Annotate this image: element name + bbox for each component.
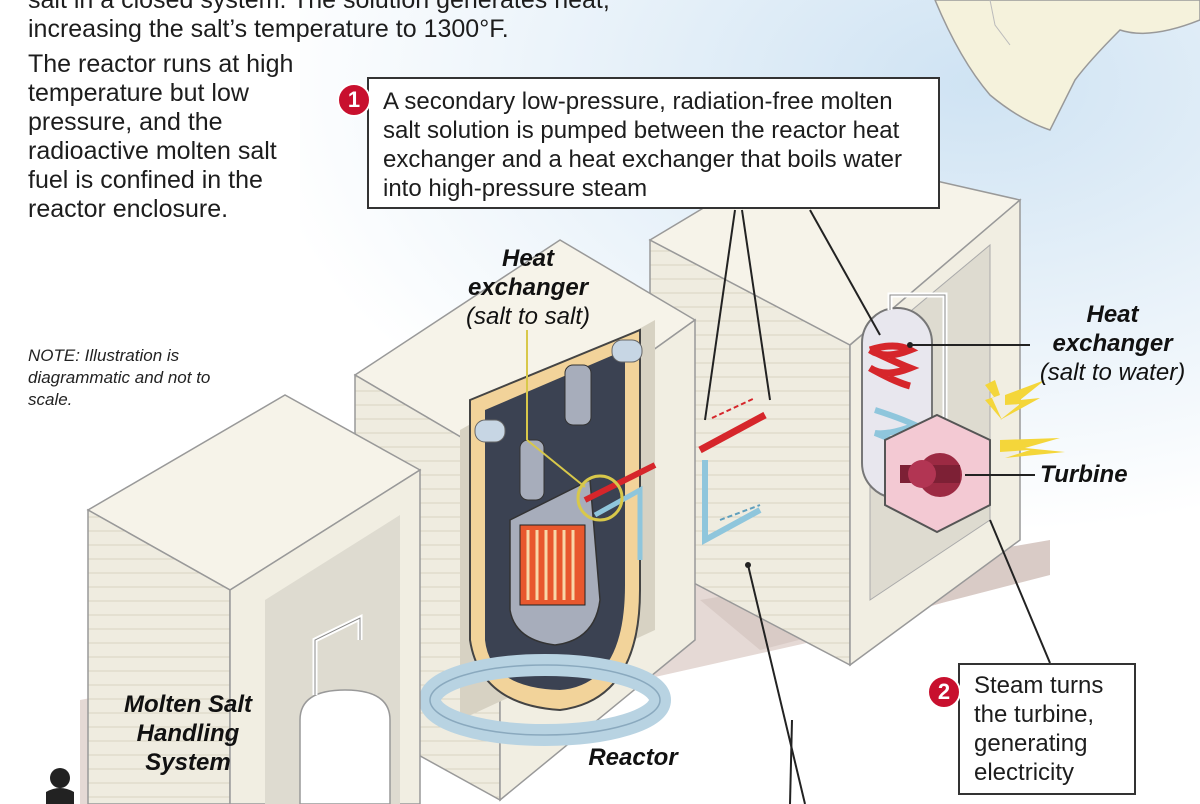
intro-line-1: salt in a closed system. The solution ge… [28, 0, 610, 14]
callout-1-leader [704, 209, 736, 421]
lightning-bolt [985, 380, 1002, 420]
reactor-hot-loop [583, 462, 657, 503]
callout-2-text: Steam turns the turbine, generating elec… [974, 672, 1104, 786]
illustration-note: NOTE: Illustration is diagrammatic and n… [28, 346, 211, 409]
msh-building-front [87, 508, 231, 804]
label-heat-exchanger-salt-to-salt: Heat exchanger (salt to salt) [440, 244, 616, 331]
label-title: Heat exchanger [467, 245, 589, 301]
steam-pipe-outline [889, 294, 946, 445]
reactor-pump [519, 439, 545, 501]
label-title: Heat exchanger [1052, 301, 1173, 357]
pipe-stub [474, 419, 506, 443]
bottom-leader [747, 564, 806, 804]
cool-salt-pipe [702, 460, 762, 546]
callout-2: Steam turns the turbine, generating elec… [958, 663, 1136, 795]
map-border [989, 0, 1011, 46]
label-molten-salt-handling: Molten Salt Handling System [123, 691, 252, 776]
intro-paragraph: The reactor runs at high temperature but… [28, 50, 294, 223]
bottom-leader [789, 719, 793, 804]
person-silhouette [46, 768, 74, 804]
core-fuel-channels [526, 530, 575, 600]
pipe-stub [611, 339, 643, 363]
callout-1-number: 1 [337, 83, 371, 117]
flow-arrow-cool [719, 504, 761, 521]
reactor-cool-loop [593, 485, 643, 560]
callout-1: A secondary low-pressure, radiation-free… [367, 77, 940, 209]
reactor-core [519, 524, 586, 606]
storage-tank [299, 689, 391, 804]
heat-exchanger-leader [526, 439, 586, 488]
label-heat-exchanger-salt-to-water: Heat exchanger (salt to water) [1030, 300, 1195, 387]
intro-text: salt in a closed system. The solution ge… [28, 0, 668, 224]
intro-line-2: increasing the salt’s temperature to 130… [28, 15, 509, 43]
label-turbine: Turbine [1040, 461, 1128, 488]
lightning-bolt [1000, 380, 1045, 420]
label-reactor: Reactor [588, 744, 678, 771]
hot-coil [868, 342, 920, 390]
label-subtitle: (salt to water) [1039, 359, 1186, 386]
hot-salt-pipe [698, 411, 767, 454]
label-subtitle: (salt to salt) [465, 303, 591, 330]
reactor-pump [564, 364, 592, 426]
callout-2-number: 2 [927, 675, 961, 709]
callout-1-leader [809, 209, 881, 336]
lightning-bolt [1000, 438, 1065, 458]
callout-2-leader [989, 519, 1051, 664]
heat-exchanger-highlight [576, 474, 624, 522]
callout-1-text: A secondary low-pressure, radiation-free… [383, 88, 903, 202]
callout-1-leader [741, 209, 771, 401]
